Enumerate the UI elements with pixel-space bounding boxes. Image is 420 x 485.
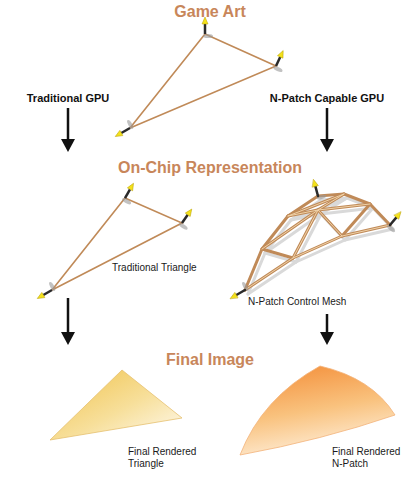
arrowhead: [320, 139, 334, 152]
mesh-line: [342, 204, 370, 236]
mesh-highlights: [245, 194, 390, 290]
triangle-outline: [52, 198, 182, 290]
arrow-shaft: [67, 298, 70, 334]
arrowhead: [320, 332, 334, 345]
node-caption: Traditional Triangle: [112, 262, 222, 274]
stage-panel: Final Rendered N-Patch: [228, 345, 412, 478]
edge-label: N-Patch Capable GPU: [268, 92, 386, 105]
vertex-normal: [226, 281, 250, 301]
vertex-normal: [177, 207, 198, 231]
stage-panel: N-Patch Control Mesh: [232, 152, 402, 314]
section-heading: On-Chip Representation: [118, 158, 302, 177]
traditional-triangle: [33, 182, 198, 301]
arrow-shaft: [326, 314, 329, 334]
vertex-normal: [272, 49, 291, 73]
mesh-line: [288, 194, 344, 216]
mesh-line: [245, 225, 390, 290]
flow-arrow: [61, 108, 75, 152]
vertex-normal: [111, 119, 135, 139]
rendered-patch: [240, 366, 395, 455]
triangle-outline: [130, 34, 276, 128]
mesh-line: [262, 204, 370, 249]
vertex-normal: [202, 17, 213, 38]
rendered-triangle: [50, 370, 182, 440]
section-heading: Game Art: [20, 2, 400, 21]
vertex-normal: [33, 281, 57, 301]
vertex-normal: [311, 178, 327, 201]
flow-arrow: [61, 298, 75, 345]
game-art-triangle: [111, 17, 290, 139]
arrowhead: [61, 139, 75, 152]
mesh-line: [245, 225, 390, 290]
mesh-line: [288, 210, 342, 236]
flow-arrow: [320, 108, 334, 152]
node-caption: N-Patch Control Mesh: [248, 296, 388, 308]
mesh-line: [245, 196, 318, 290]
mesh-line: [262, 249, 293, 258]
section-heading: Final Image: [166, 350, 254, 369]
arrow-shaft: [326, 108, 329, 141]
mesh-lines: [245, 194, 390, 290]
arrowhead: [61, 332, 75, 345]
flow-arrow: [320, 314, 334, 345]
node-caption: Final Rendered Triangle: [128, 446, 204, 470]
vertex-normal: [385, 210, 407, 233]
mesh-line: [293, 194, 344, 258]
control-mesh: [226, 178, 407, 302]
edge-label: Traditional GPU: [25, 92, 112, 105]
vertex-normal: [120, 182, 140, 206]
node-caption: Final Rendered N-Patch: [332, 446, 408, 470]
arrow-shaft: [67, 108, 70, 141]
